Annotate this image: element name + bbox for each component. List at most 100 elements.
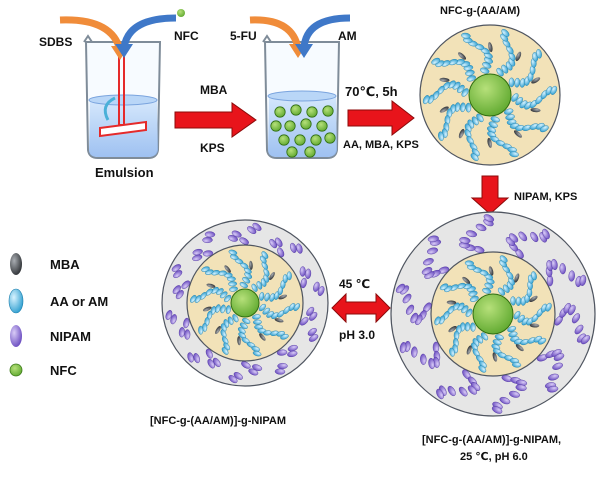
polymer-bead-icon — [496, 67, 504, 77]
polymer-bead-icon — [458, 386, 468, 397]
mba-bead-icon — [259, 333, 266, 341]
polymer-bead-icon — [531, 271, 537, 281]
nfc-particle-icon — [284, 120, 296, 132]
mba-bead-icon — [457, 52, 467, 60]
blue-curved-arrow — [120, 14, 177, 49]
polymer-bead-icon — [219, 291, 228, 299]
mba-bead-icon — [487, 137, 493, 148]
beaker-emulsion — [83, 34, 162, 159]
polymer-bead-icon — [447, 385, 456, 397]
polymer-bead-icon — [242, 318, 251, 324]
mba-bead-icon — [274, 318, 284, 323]
polymer-bead-icon — [537, 337, 547, 345]
nfc-particle-icon — [278, 134, 290, 146]
polymer-bead-icon — [405, 304, 415, 315]
polymer-bead-icon — [461, 32, 471, 39]
polymer-bead-icon — [307, 327, 317, 336]
polymer-bead-icon — [466, 230, 477, 238]
label-ph: pH 3.0 — [339, 328, 375, 342]
polymer-bead-icon — [507, 326, 517, 333]
polymer-bead-icon — [428, 357, 435, 370]
particle-left-nipam — [161, 219, 329, 387]
polymer-bead-icon — [542, 228, 550, 240]
polymer-bead-icon — [550, 85, 558, 95]
polymer-bead-icon — [449, 347, 455, 357]
orange-curved-arrow-2 — [249, 16, 302, 49]
polymer-bead-icon — [286, 271, 292, 281]
polymer-bead-icon — [459, 237, 471, 244]
label-temp: 45 ℃ — [339, 277, 370, 291]
polymer-bead-icon — [478, 365, 487, 373]
polymer-bead-icon — [290, 242, 297, 253]
polymer-bead-icon — [299, 266, 306, 277]
label-mba: MBA — [200, 83, 228, 97]
polymer-bead-icon — [171, 264, 182, 272]
polymer-bead-icon — [579, 274, 587, 286]
label-nfc-graft: NFC-g-(AA/AM) — [440, 5, 520, 17]
mba-bead-icon — [466, 345, 472, 355]
polymer-bead-icon — [494, 334, 504, 341]
polymer-bead-icon — [228, 249, 238, 256]
polymer-bead-icon — [183, 317, 190, 329]
polymer-bead-icon — [275, 237, 283, 248]
polymer-bead-icon — [296, 243, 303, 254]
polymer-bead-icon — [509, 233, 519, 243]
nfc-particle-icon — [306, 106, 318, 118]
polymer-bead-icon — [545, 302, 552, 312]
polymer-bead-icon — [501, 29, 510, 37]
polymer-bead-icon — [438, 131, 444, 141]
polymer-bead-icon — [483, 214, 495, 222]
mba-bead-icon — [488, 266, 494, 276]
mba-bead-icon — [269, 271, 275, 281]
polymer-bead-icon — [261, 251, 269, 259]
polymer-bead-icon — [423, 258, 434, 266]
polymer-bead-icon — [228, 375, 238, 384]
mba-bead-icon — [515, 51, 522, 62]
label-5fu: 5-FU — [230, 29, 257, 43]
polymer-bead-icon — [431, 57, 441, 65]
aa-am-icon — [8, 288, 24, 314]
mba-bead-icon — [215, 325, 221, 335]
polymer-bead-icon — [232, 314, 239, 323]
polymer-bead-icon — [548, 373, 559, 381]
label-condition: 70℃, 5h — [345, 84, 398, 99]
mba-bead-icon — [439, 77, 450, 83]
polymer-bead-icon — [184, 329, 191, 340]
nfc-particle-icon — [270, 120, 282, 132]
label-kps: KPS — [200, 141, 225, 155]
polymer-bead-icon — [574, 324, 584, 335]
polymer-bead-icon — [204, 231, 216, 238]
nfc-dot-icon — [177, 9, 185, 17]
polymer-bead-icon — [411, 346, 418, 358]
nfc-particle-icon — [324, 132, 336, 144]
red-double-arrow — [331, 292, 391, 324]
polymer-bead-icon — [251, 283, 258, 292]
polymer-bead-icon — [536, 49, 542, 59]
mba-bead-icon — [458, 128, 465, 139]
polymer-bead-icon — [256, 281, 263, 290]
polymer-bead-icon — [253, 319, 262, 325]
polymer-bead-icon — [264, 292, 270, 302]
polymer-bead-icon — [439, 283, 449, 291]
nfc-core-icon — [472, 293, 514, 335]
polymer-bead-icon — [508, 77, 515, 88]
beaker-reaction — [262, 34, 341, 159]
label-right-title-1: [NFC-g-(AA/AM)]-g-NIPAM, — [422, 434, 561, 446]
mba-bead-icon — [224, 265, 231, 273]
nfc-particle-icon — [294, 134, 306, 146]
mba-bead-icon — [515, 344, 524, 352]
polymer-bead-icon — [299, 317, 309, 326]
mba-bead-icon — [492, 352, 498, 362]
polymer-bead-icon — [539, 125, 549, 133]
polymer-bead-icon — [308, 334, 319, 342]
polymer-bead-icon — [504, 108, 514, 115]
polymer-bead-icon — [571, 313, 581, 324]
mba-bead-icon — [206, 283, 216, 288]
polymer-bead-icon — [170, 314, 177, 325]
label-emulsion: Emulsion — [95, 165, 154, 180]
polymer-bead-icon — [241, 361, 251, 369]
polymer-bead-icon — [178, 327, 185, 338]
nfc-particle-icon — [322, 105, 334, 117]
nfc-core-icon — [230, 288, 260, 318]
